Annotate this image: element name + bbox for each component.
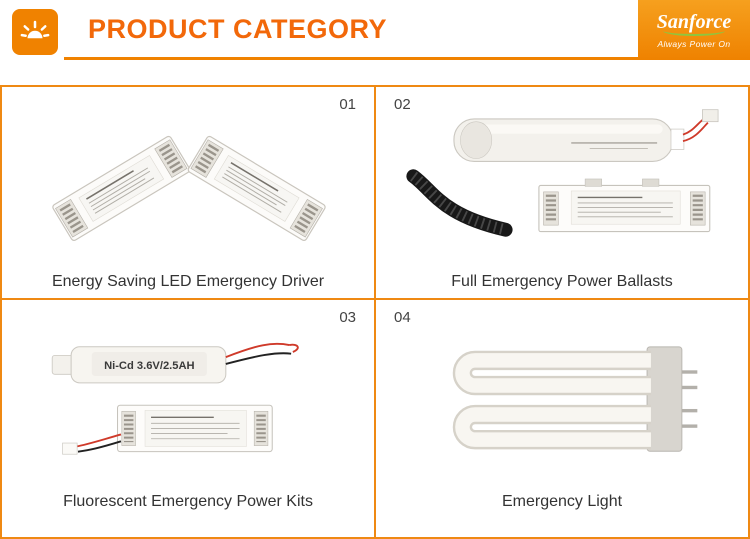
brand-swoosh-accent (663, 30, 725, 36)
product-number: 03 (339, 309, 356, 326)
product-caption: Fluorescent Emergency Power Kits (63, 493, 313, 510)
sun-icon (20, 20, 50, 39)
power-kit-illustration: Ni-Cd 3.6V/2.5AH (51, 342, 299, 455)
product-grid: 01 (0, 85, 750, 539)
brand-logo: Sanforce Always Power On (638, 0, 750, 60)
battery-label: Ni-Cd 3.6V/2.5AH (104, 360, 195, 372)
brand-tagline: Always Power On (657, 38, 731, 49)
header: PRODUCT CATEGORY Sanforce Always Power O… (0, 0, 750, 85)
product-number: 02 (394, 96, 411, 113)
product-cell-full-power-ballasts: 02 (376, 87, 750, 300)
page-title: PRODUCT CATEGORY (88, 14, 388, 44)
product-image-led-drivers (2, 107, 374, 262)
sun-burst-icon (12, 9, 58, 55)
product-caption: Full Emergency Power Ballasts (451, 273, 673, 290)
brand-name: Sanforce (656, 10, 732, 33)
product-caption: Emergency Light (501, 493, 623, 510)
product-image-power-ballast (376, 107, 748, 262)
pl-lamp-illustration (452, 345, 698, 452)
product-image-power-kit: Ni-Cd 3.6V/2.5AH (2, 322, 374, 479)
product-cell-emergency-light: 04 Emergency Light (376, 300, 750, 539)
product-caption: Energy Saving LED Emergency Driver (51, 273, 325, 290)
product-number: 04 (394, 309, 411, 326)
led-driver-illustration (18, 106, 358, 263)
product-cell-fluorescent-power-kits: 03 Ni-Cd 3.6V/2.5AH (2, 300, 376, 539)
product-number: 01 (339, 96, 356, 113)
product-cell-led-emergency-driver: 01 (2, 87, 376, 300)
ballast-illustration (406, 109, 719, 237)
product-image-emergency-lamp (376, 322, 748, 479)
header-underline (64, 57, 638, 60)
